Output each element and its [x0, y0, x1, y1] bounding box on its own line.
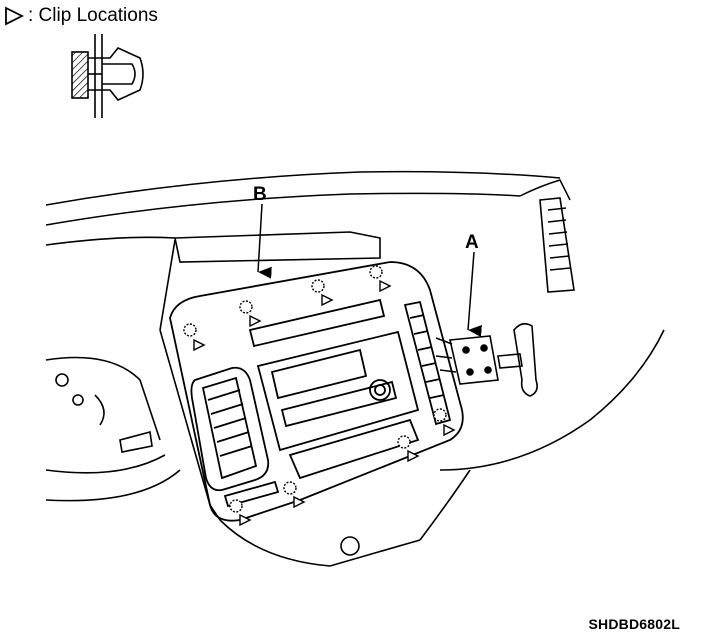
legend-label: : Clip Locations — [28, 5, 158, 26]
leader-lines — [257, 203, 482, 338]
windshield-lines — [45, 170, 571, 226]
callout-a: A — [465, 232, 479, 253]
clip-markers — [183, 265, 456, 527]
legend: : Clip Locations — [4, 3, 158, 29]
clip-detail-inset — [71, 34, 144, 118]
center-fascia-panel — [169, 261, 464, 522]
leader-a — [467, 251, 482, 338]
clip-triangle-icon — [5, 6, 24, 26]
figure-code: SHDBD6802L — [588, 616, 680, 632]
trim-removal-tool — [435, 322, 538, 397]
leader-b — [257, 203, 272, 279]
dashboard-body — [45, 197, 665, 567]
callout-b: B — [253, 184, 267, 205]
